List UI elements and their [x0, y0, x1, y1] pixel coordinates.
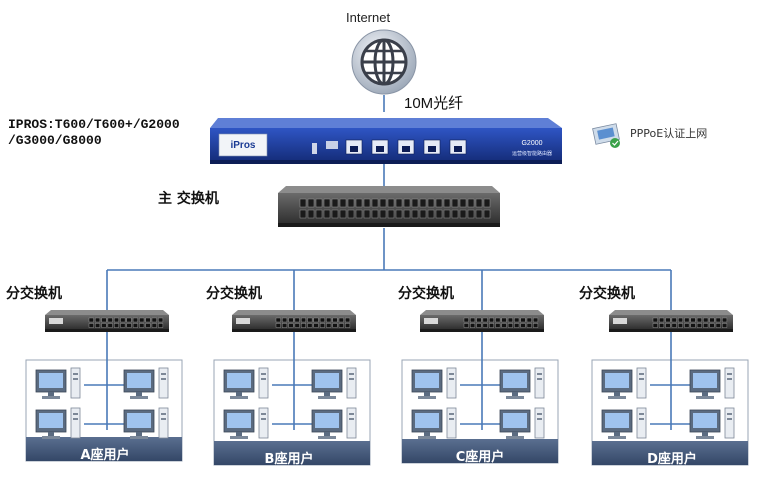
main-switch-label: 主 交换机 [158, 191, 219, 207]
computer-icon [123, 367, 169, 399]
internet-globe-icon [351, 29, 417, 95]
computer-icon [311, 367, 357, 399]
computer-icon [35, 367, 81, 399]
router-model-line1: IPROS:T600/T600+/G2000 [8, 117, 180, 132]
sub-switch-b [232, 310, 356, 332]
sub-switches [45, 310, 733, 332]
computer-icon [411, 367, 457, 399]
computer-icon [35, 407, 81, 439]
computer-icon [689, 407, 735, 439]
computer-icon [123, 407, 169, 439]
sub-switch-a [45, 310, 169, 332]
computer-icon [223, 367, 269, 399]
sub-switch-c [420, 310, 544, 332]
computer-icon [601, 407, 647, 439]
group-label-d: D座用户 [647, 452, 697, 467]
router-face-label: G2000 [521, 140, 542, 147]
computer-icon [689, 367, 735, 399]
group-label-b: B座用户 [264, 452, 314, 467]
computer-icon [499, 407, 545, 439]
pppoe-auth-icon [592, 123, 620, 148]
router-brand: iPros [230, 140, 255, 151]
computer-icon [223, 407, 269, 439]
user-group-c [401, 332, 559, 464]
router-device: iPros G2000 运营级智能路由器 [210, 118, 562, 164]
pppoe-label: PPPoE认证上网 [630, 127, 708, 140]
connection-lines [106, 95, 672, 310]
computer-icon [499, 367, 545, 399]
sub-switch-label-b: 分交换机 [206, 286, 262, 302]
computer-icon [311, 407, 357, 439]
user-group-d [591, 332, 749, 466]
user-groups [25, 332, 749, 466]
computer-icon [601, 367, 647, 399]
sub-switch-label-a: 分交换机 [6, 286, 62, 302]
internet-label: Internet [346, 10, 391, 25]
user-group-a [25, 332, 183, 462]
sub-switch-label-d: 分交换机 [579, 286, 635, 302]
uplink-label: 10M光纤 [404, 95, 464, 112]
user-group-b [213, 332, 371, 466]
sub-switch-label-c: 分交换机 [398, 286, 454, 302]
router-face-sub: 运营级智能路由器 [512, 150, 552, 157]
main-switch-device [278, 186, 500, 227]
group-label-a: A座用户 [80, 448, 130, 463]
group-label-c: C座用户 [455, 450, 505, 465]
router-model-line2: /G3000/G8000 [8, 133, 102, 148]
sub-switch-d [609, 310, 733, 332]
router-model-label: IPROS:T600/T600+/G2000 /G3000/G8000 [8, 117, 180, 149]
computer-icon [411, 407, 457, 439]
